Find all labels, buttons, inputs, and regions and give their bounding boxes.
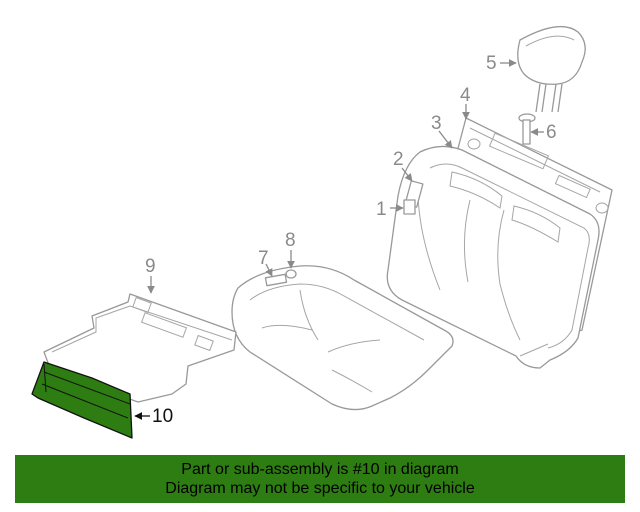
headrest-guide [518, 113, 536, 145]
leader-7 [265, 263, 273, 277]
callout-4: 4 [460, 85, 471, 106]
banner-line-1: Part or sub-assembly is #10 in diagram [181, 461, 459, 478]
part-notice-banner: Part or sub-assembly is #10 in diagram D… [15, 455, 625, 503]
leader-3 [438, 130, 453, 149]
callout-9: 9 [145, 256, 156, 277]
callout-3: 3 [431, 113, 442, 134]
leader-2 [401, 167, 413, 182]
seat-back [386, 145, 600, 369]
callout-2: 2 [393, 149, 404, 170]
seat-cushion [231, 265, 454, 411]
callout-5: 5 [486, 53, 497, 74]
callout-7: 7 [258, 248, 269, 269]
callout-10: 10 [152, 406, 173, 427]
callout-6: 6 [546, 122, 557, 143]
callout-1: 1 [376, 199, 387, 220]
highlighted-trim-panel [31, 361, 133, 439]
banner-line-2: Diagram may not be specific to your vehi… [165, 480, 475, 497]
headrest [517, 26, 586, 113]
callout-8: 8 [285, 230, 296, 251]
